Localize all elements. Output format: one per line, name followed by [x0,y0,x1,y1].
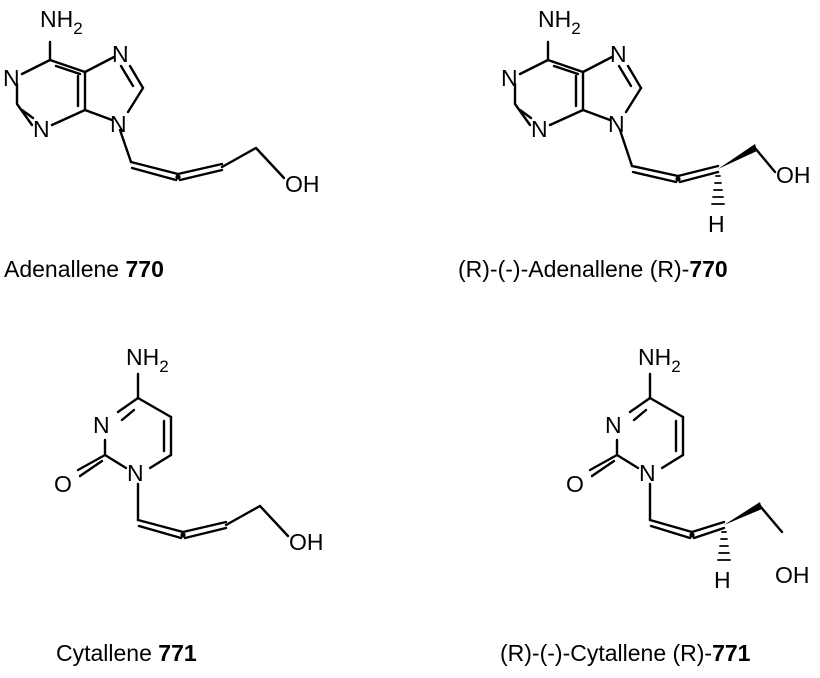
adenallene-n3-label: N [33,116,50,142]
cytallene-nh2-label: NH2 [126,344,169,376]
cytallene-n1-label: N [127,460,144,486]
r-adenallene-n3-label: N [531,116,548,142]
r-adenallene-bonds [513,40,777,184]
caption-r-cytallene: (R)-(-)-Cytallene (R)-771 [500,640,750,667]
r-adenallene-n1-label: N [501,65,518,91]
r-adenallene-nh2-label: NH2 [538,6,581,38]
adenallene-n7-label: N [112,41,129,67]
cytallene-oh-label: OH [289,529,324,555]
adenallene-bonds [15,40,286,182]
caption-cytallene-number: 771 [158,640,197,666]
r-cytallene-wedge-bond [724,502,762,525]
r-cytallene-hash-bond [717,531,731,561]
r-adenallene-n9-label: N [608,111,625,137]
r-adenallene-h-label: H [708,211,725,237]
adenallene-n9-label: N [110,111,127,137]
r-adenallene-wedge-bond [718,144,757,169]
r-cytallene-allene-carbon [689,532,695,538]
caption-r-adenallene: (R)-(-)-Adenallene (R)-770 [458,256,728,283]
r-cytallene-bonds [588,372,784,540]
cytallene-o-label: O [54,471,72,497]
r-adenallene-oh-label: OH [776,162,811,188]
r-adenallene-n7-label: N [610,41,627,67]
caption-adenallene-name: Adenallene [4,256,126,282]
cytallene-allene-carbon [180,532,186,538]
cytallene-bonds [76,372,290,540]
adenallene-n1-label: N [3,65,20,91]
caption-adenallene: Adenallene 770 [4,256,164,283]
adenallene-oh-label: OH [285,171,320,197]
r-adenallene-hash-bond [711,175,725,205]
caption-r-cytallene-number: 771 [712,640,751,666]
adenallene-allene-carbon [175,174,181,180]
caption-cytallene: Cytallene 771 [56,640,197,667]
caption-r-adenallene-name: (R)-(-)-Adenallene (R)- [458,256,690,282]
r-cytallene-h-label: H [714,567,731,593]
r-cytallene-o-label: O [566,471,584,497]
caption-cytallene-name: Cytallene [56,640,159,666]
r-adenallene-allene-carbon [675,176,681,182]
cytallene-n3-label: N [93,412,110,438]
r-cytallene-n3-label: N [605,412,622,438]
adenallene-nh2-label: NH2 [40,6,83,38]
r-cytallene-oh-label-visible: OH [775,562,810,588]
caption-r-adenallene-number: 770 [689,256,728,282]
r-cytallene-nh2-label: NH2 [638,344,681,376]
r-cytallene-n1-label: N [639,460,656,486]
caption-adenallene-number: 770 [125,256,164,282]
caption-r-cytallene-name: (R)-(-)-Cytallene (R)- [500,640,713,666]
